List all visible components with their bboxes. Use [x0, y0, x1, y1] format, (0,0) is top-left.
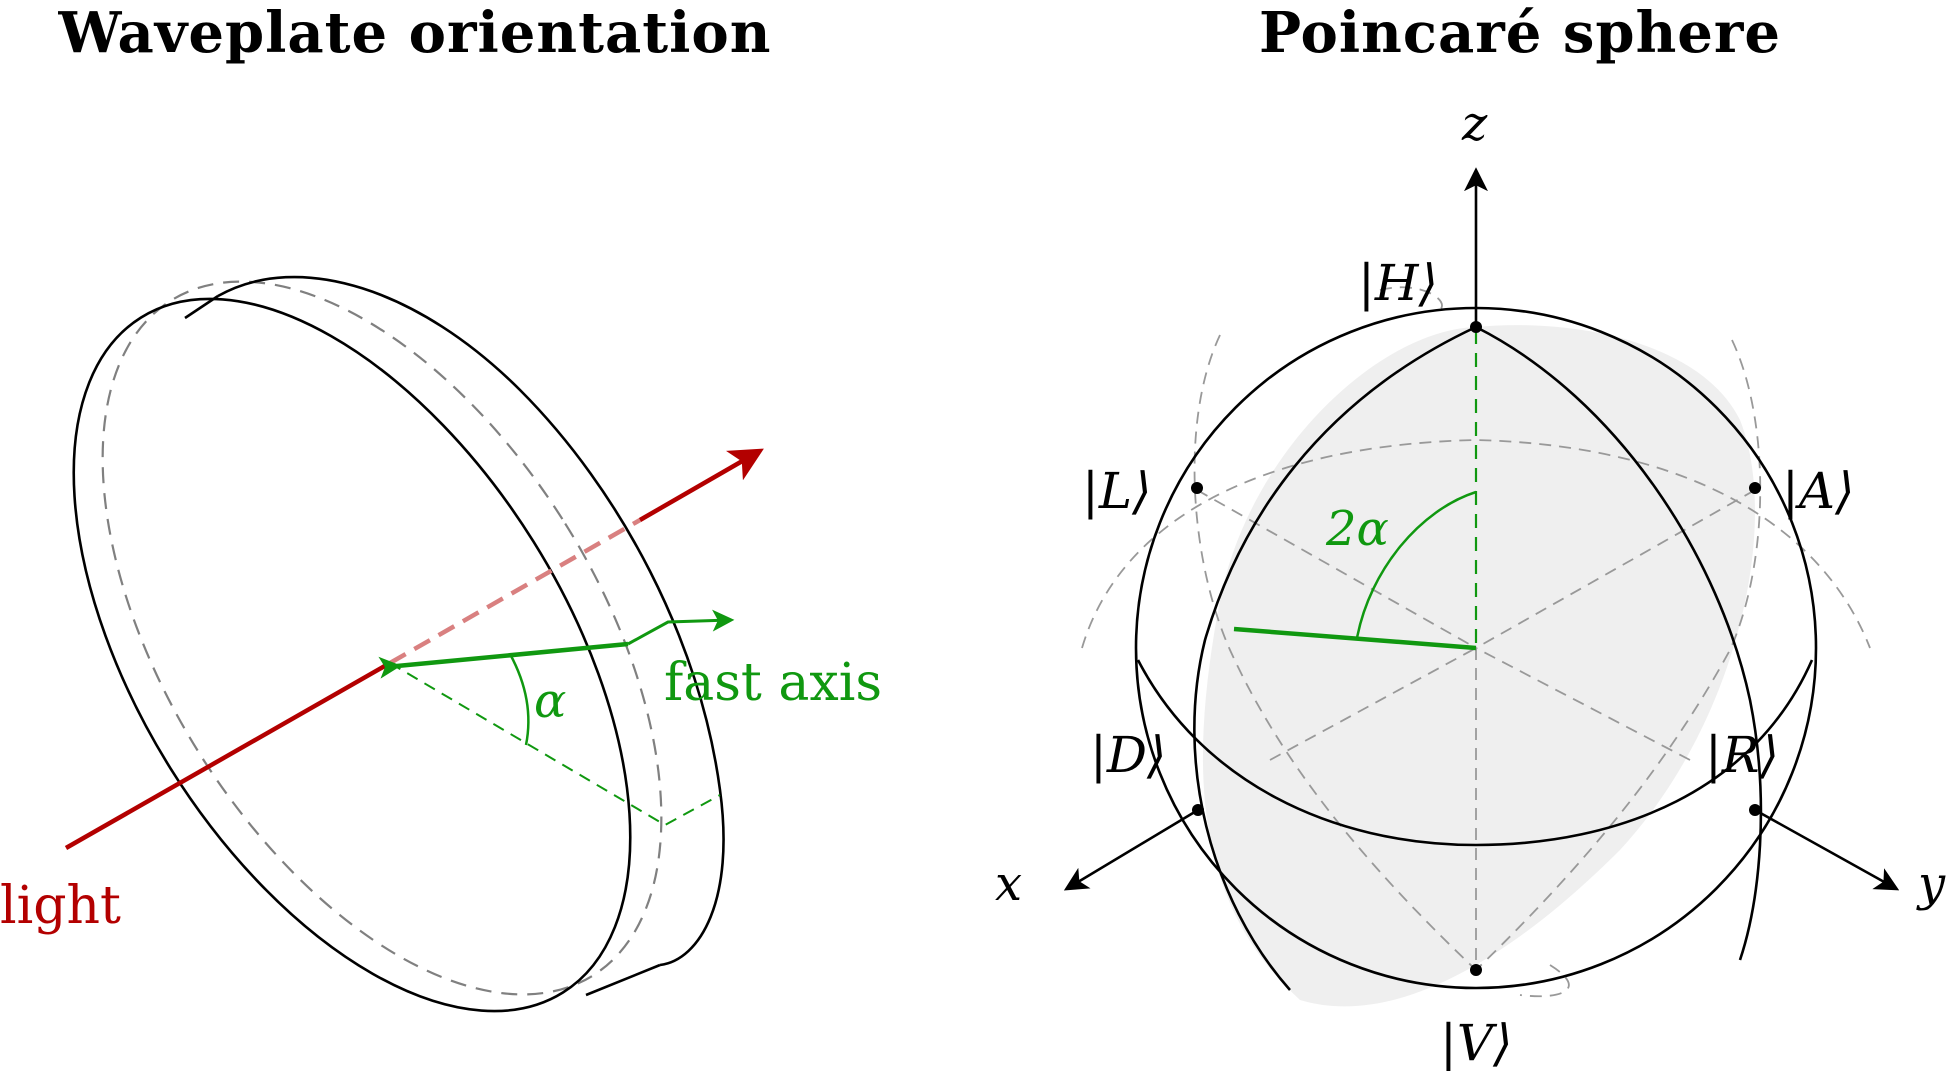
waveplate-back-rim-visible [217, 275, 725, 967]
waveplate-diagram: light fast axis α [0, 275, 882, 1013]
state-R-label: |R⟩ [1705, 726, 1779, 784]
state-D-label: |D⟩ [1090, 726, 1166, 784]
state-L-label: |L⟩ [1082, 462, 1152, 520]
point-R [1749, 804, 1761, 816]
poincare-title: Poincaré sphere [1258, 0, 1782, 66]
waveplate-title: Waveplate orientation [58, 0, 772, 66]
light-beam-outgoing [638, 448, 764, 522]
axis-y-label: y [1916, 856, 1946, 912]
point-V [1470, 964, 1482, 976]
two-alpha-label: 2α [1325, 501, 1389, 557]
axis-x-label: x [995, 856, 1022, 912]
reference-dashed-line [389, 662, 721, 827]
fast-axis-line [378, 641, 629, 679]
point-D [1192, 804, 1204, 816]
point-H [1470, 321, 1482, 333]
light-label: light [0, 876, 121, 936]
x-axis [1063, 808, 1199, 891]
waveplate-front-face [72, 297, 632, 1013]
fast-axis-extension [627, 609, 735, 646]
state-H-label: |H⟩ [1358, 254, 1438, 312]
y-axis [1754, 808, 1900, 891]
two-alpha-arc [1355, 490, 1477, 639]
hidden-curves [1081, 286, 1871, 998]
poincare-diagram: z x y |H⟩ |V⟩ |D⟩ |R⟩ |L⟩ |A⟩ 2α [995, 96, 1946, 1071]
waveplate-back-rim [101, 280, 663, 996]
alpha-label: α [534, 673, 566, 729]
alpha-arc [508, 653, 530, 746]
great-circle-front-left [1193, 325, 1477, 991]
equator-front [1136, 659, 1814, 847]
light-beam-incoming [64, 661, 392, 850]
rotated-axis-line [1233, 626, 1477, 651]
rotated-plane-fill [1202, 325, 1755, 1007]
state-A-label: |A⟩ [1782, 462, 1854, 520]
point-A [1749, 482, 1761, 494]
axis-z-label: z [1461, 96, 1488, 152]
fast-axis-label: fast axis [664, 653, 882, 713]
light-beam-inside [388, 518, 642, 665]
great-circle-front-right [1475, 325, 1763, 961]
point-L [1191, 482, 1203, 494]
state-V-label: |V⟩ [1440, 1014, 1512, 1071]
